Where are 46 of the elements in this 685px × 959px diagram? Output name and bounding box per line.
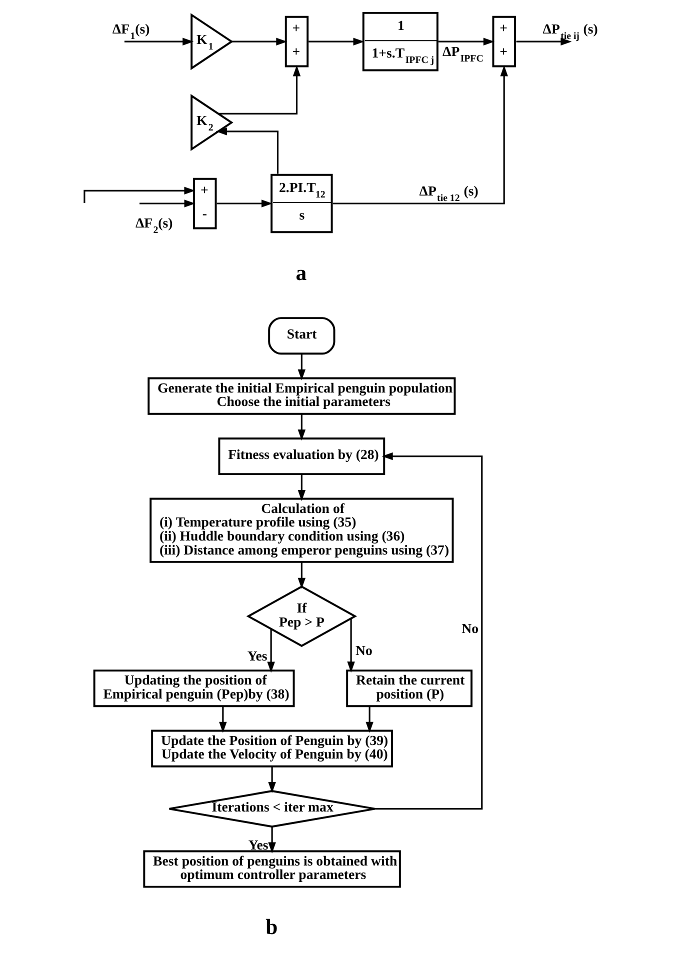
node-box: Calculation of (i) Temperature profile using (35) (ii) Huddle boundary condition using (36) (iii) Distance among emperor penguins using (37) xyxy=(149,498,454,563)
arrow xyxy=(218,65,300,114)
arrow xyxy=(215,128,278,174)
node-diamond: Iterations < iter max xyxy=(168,790,376,828)
edge-label: ΔF$_{2}$(s) xyxy=(134,216,172,236)
arrow xyxy=(83,186,195,203)
arrow xyxy=(297,562,306,589)
node-box: Best position of penguins is obtained with optimum controller parameters xyxy=(142,850,400,888)
node-box: + + xyxy=(492,16,516,68)
arrow xyxy=(308,38,364,46)
label: b xyxy=(265,914,278,939)
node-box: Retain the current position (P) xyxy=(346,670,472,708)
edge-label: Yes xyxy=(246,648,267,664)
arrow xyxy=(297,414,306,441)
arrow xyxy=(218,706,226,733)
arrow xyxy=(231,38,287,46)
arrow xyxy=(365,706,373,733)
node-box: Fitness evaluation by (28) xyxy=(218,438,385,476)
edge-label: ΔF$_{1}$(s) xyxy=(112,21,150,42)
edge-label: No xyxy=(461,620,478,636)
arrow xyxy=(268,826,276,854)
edge-label: ΔP$_{tie ij}$ (s) xyxy=(542,21,598,42)
node-box: Update the Position of Penguin by (39) Update the Velocity of Penguin by (40) xyxy=(150,730,393,768)
arrow xyxy=(139,200,195,208)
arrow xyxy=(374,452,482,810)
arrow xyxy=(332,65,508,204)
arrow xyxy=(297,474,306,502)
node-box: Generate the initial Empirical penguin population Choose the initial parameters xyxy=(147,377,456,415)
node-box: Updating the position of Empirical penguin (Pep)by (38) xyxy=(92,670,294,708)
arrow xyxy=(124,38,194,46)
arrow xyxy=(346,618,354,673)
arrow xyxy=(438,38,494,46)
edge-label: ΔP$_{tie 12}$ (s) xyxy=(418,183,478,204)
edge-label: Yes xyxy=(248,837,268,852)
node-box: + - xyxy=(192,178,216,230)
label: a xyxy=(295,261,306,286)
edge-label: ΔP$_{IPFC}$ xyxy=(442,44,483,65)
arrow xyxy=(516,38,572,46)
node-box: + + xyxy=(284,16,308,68)
node-box: Start xyxy=(268,317,335,355)
node-diamond: If Pep > P xyxy=(246,586,357,647)
arrow xyxy=(297,354,306,380)
arrow xyxy=(216,200,272,208)
edge-label: No xyxy=(354,643,372,658)
arrow xyxy=(266,629,274,673)
arrow xyxy=(268,766,276,794)
